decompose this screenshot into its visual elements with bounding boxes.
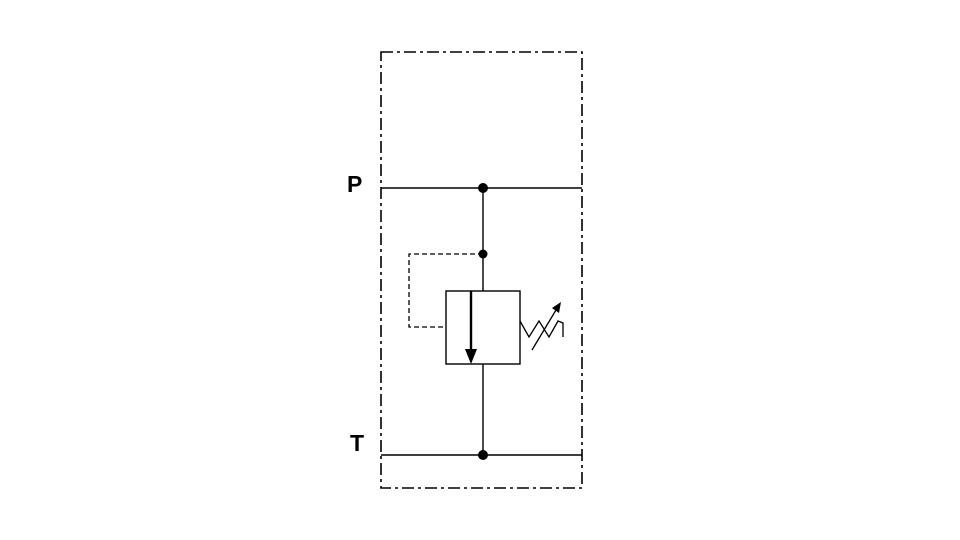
adjustable-arrow-icon	[531, 309, 557, 351]
enclosure-boundary	[380, 51, 583, 489]
junction-dot-t	[478, 450, 488, 460]
flow-arrow-head	[465, 349, 477, 364]
adjustable-arrow-head	[552, 302, 561, 313]
port-label-t: T	[350, 430, 365, 456]
port-label-p: P	[347, 171, 363, 197]
spring-icon	[519, 319, 564, 339]
relief-valve-body	[445, 290, 521, 365]
pilot-line	[408, 253, 483, 328]
junction-dot-p	[478, 183, 488, 193]
